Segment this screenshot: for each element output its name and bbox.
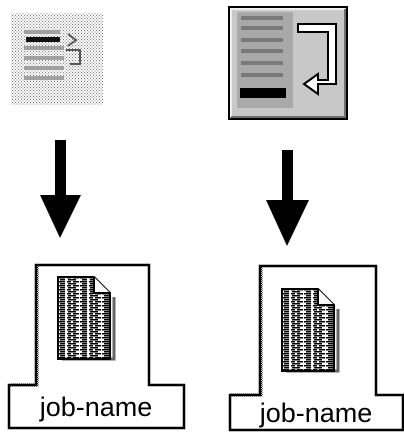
left-job-panel: job-name bbox=[7, 263, 186, 430]
right-move-down-button[interactable] bbox=[228, 6, 348, 120]
right-job-name-label: job-name bbox=[259, 398, 373, 428]
left-move-up-icon[interactable] bbox=[11, 13, 103, 105]
right-down-arrow bbox=[266, 150, 309, 246]
right-job-panel: job-name bbox=[228, 264, 404, 432]
left-job-name-label: job-name bbox=[39, 392, 153, 422]
left-down-arrow bbox=[40, 140, 81, 238]
